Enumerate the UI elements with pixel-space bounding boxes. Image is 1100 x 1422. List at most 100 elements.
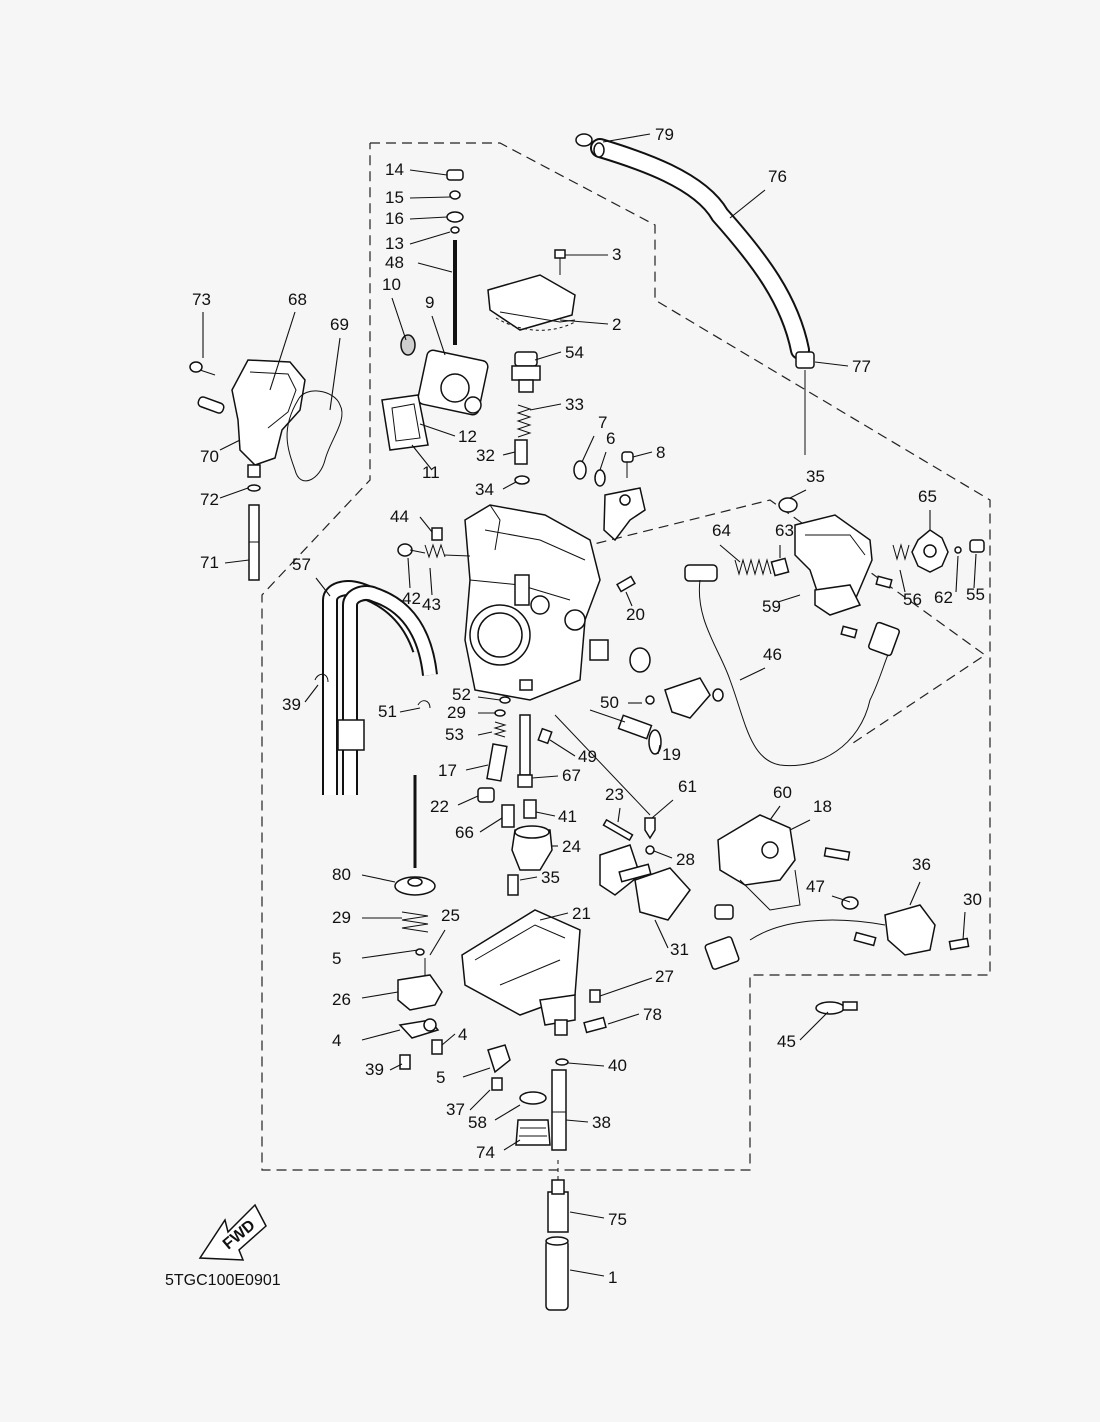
screw-55	[969, 539, 985, 553]
callout-leader-33	[529, 403, 562, 411]
bottom-fasteners	[399, 989, 607, 1151]
callout-leader-77	[814, 361, 849, 367]
screw-44	[431, 527, 443, 541]
plunger-stack	[394, 775, 443, 1039]
fitting-70	[197, 396, 225, 414]
callout-label-69: 69	[330, 315, 349, 334]
jet-32	[514, 439, 528, 465]
throttle-shaft-53	[589, 709, 662, 755]
callout-leader-35	[789, 489, 807, 499]
callout-leader-2	[559, 319, 609, 325]
callout-label-77: 77	[852, 357, 871, 376]
callout-leader-19	[657, 744, 661, 755]
callout-label-58: 58	[468, 1113, 487, 1132]
callout-leader-58	[494, 1104, 521, 1121]
clips-39	[314, 673, 431, 709]
callout-leader-28	[653, 850, 673, 859]
gasket-69	[286, 390, 343, 482]
callout-label-41: 41	[558, 807, 577, 826]
callout-label-53: 53	[445, 725, 464, 744]
callout-label-10: 10	[382, 275, 401, 294]
callout-leader-23	[617, 807, 621, 823]
screws-59	[840, 575, 893, 639]
callout-leader-79	[602, 133, 651, 143]
callout-leader-11	[411, 444, 433, 471]
callout-label-32: 32	[476, 446, 495, 465]
callout-label-74: 74	[476, 1143, 495, 1162]
callout-label-15: 15	[385, 188, 404, 207]
callout-label-34: 34	[475, 480, 494, 499]
o-ring-34	[514, 475, 530, 485]
callout-leader-4	[441, 1033, 456, 1046]
callout-leader-71	[224, 559, 250, 564]
float-21	[599, 844, 691, 921]
vent-tube-76	[590, 138, 810, 455]
callout-leader-64	[719, 544, 741, 563]
callout-label-39: 39	[282, 695, 301, 714]
callout-label-19: 19	[662, 745, 681, 764]
callout-leader-10	[391, 297, 407, 341]
callout-leader-16	[409, 216, 448, 220]
callout-leader-59	[777, 594, 801, 603]
callout-label-76: 76	[768, 167, 787, 186]
callout-label-43: 43	[422, 595, 441, 614]
callout-label-47: 47	[806, 877, 825, 896]
callout-label-70: 70	[200, 447, 219, 466]
valve-plate-12	[381, 394, 429, 451]
callout-leader-32	[502, 451, 516, 456]
callout-label-68: 68	[288, 290, 307, 309]
callout-label-25: 25	[441, 906, 460, 925]
callout-label-37: 37	[446, 1100, 465, 1119]
jet-holder-41	[511, 825, 553, 871]
callout-leader-60	[769, 805, 781, 821]
callout-leader-54	[534, 351, 562, 361]
callout-label-78: 78	[643, 1005, 662, 1024]
pin-72-71	[247, 484, 261, 581]
callout-label-56: 56	[903, 590, 922, 609]
callout-leader-20	[625, 591, 633, 607]
float-bowl-25	[461, 874, 581, 1036]
callout-leader-61	[651, 799, 674, 819]
callout-leader-37	[469, 1089, 491, 1111]
cam-29-top	[629, 647, 724, 719]
callout-label-57: 57	[292, 555, 311, 574]
callout-leader-75	[569, 1211, 605, 1219]
callout-leader-70	[219, 439, 241, 451]
callout-leader-49	[549, 739, 576, 757]
cover-2	[487, 274, 576, 331]
callout-label-51: 51	[378, 702, 397, 721]
callout-label-40: 40	[608, 1056, 627, 1075]
callout-label-63: 63	[775, 521, 794, 540]
callout-label-24: 24	[562, 837, 581, 856]
callout-label-38: 38	[592, 1113, 611, 1132]
callout-label-23: 23	[605, 785, 624, 804]
callout-leader-15	[409, 196, 451, 199]
callout-leader-9	[431, 315, 446, 356]
callout-leader-36	[909, 881, 921, 906]
screw-73	[189, 361, 216, 376]
callout-label-54: 54	[565, 343, 584, 362]
sensor-harness-46	[684, 564, 900, 767]
drain-tubes-74-75	[545, 1160, 569, 1311]
callout-label-36: 36	[912, 855, 931, 874]
callout-label-28: 28	[676, 850, 695, 869]
callout-leader-43	[429, 567, 433, 596]
callout-leader-42	[407, 557, 411, 589]
callout-label-29: 29	[332, 908, 351, 927]
throttle-valve-9	[400, 334, 489, 416]
callout-label-39: 39	[365, 1060, 384, 1079]
callout-leader-78	[607, 1013, 640, 1025]
callout-label-60: 60	[773, 783, 792, 802]
callout-leader-13	[409, 231, 451, 245]
callout-label-26: 26	[332, 990, 351, 1009]
callout-label-2: 2	[612, 315, 621, 334]
lower-jets	[477, 696, 553, 828]
callout-leader-6	[599, 451, 607, 471]
callout-leader-1	[569, 1269, 605, 1277]
callout-label-55: 55	[966, 585, 985, 604]
callout-label-52: 52	[452, 685, 471, 704]
callout-leader-57	[315, 577, 331, 597]
callout-leader-5	[361, 949, 419, 959]
